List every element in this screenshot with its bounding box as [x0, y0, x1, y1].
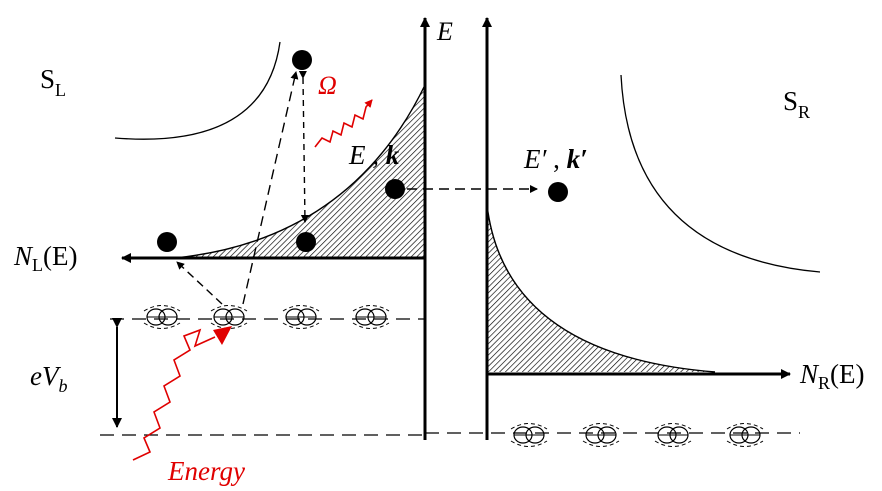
label-energy-axis: E — [436, 17, 453, 46]
quasiparticle-ek — [385, 179, 405, 199]
quasiparticle-left — [157, 232, 177, 252]
cooper-pair-right-3 — [654, 422, 692, 448]
energy-input-arrow — [132, 328, 216, 461]
cooper-pair-left-1 — [143, 304, 181, 330]
cooper-pair-right-2 — [582, 422, 620, 448]
relaxation-arrow — [298, 70, 309, 223]
left-gap-curve — [114, 41, 281, 140]
cooper-pair-right-4 — [726, 422, 764, 448]
label-n-right: NR(E) — [799, 359, 865, 393]
right-dos-curve — [486, 204, 716, 373]
cooper-pair-left-3 — [282, 304, 320, 330]
phonon-omega-arrow — [314, 99, 373, 148]
label-n-left: NL(E) — [13, 241, 78, 275]
right-gap-curve — [620, 74, 821, 273]
label-omega: Ω — [318, 71, 337, 100]
cooper-pair-right-1 — [510, 422, 548, 448]
label-energy: Energy — [167, 456, 245, 486]
label-s-left: SL — [40, 64, 66, 100]
pair-break-arrow-left — [176, 261, 223, 305]
cooper-pair-left-4 — [352, 304, 390, 330]
pair-break-arrow-up — [242, 71, 299, 305]
quasiparticle-ekprime — [548, 182, 568, 202]
quasiparticle-top — [292, 50, 312, 70]
label-e-k-prime: E′ , k′ — [523, 144, 588, 174]
label-bias: eVb — [30, 361, 67, 396]
right-occupied-states — [487, 205, 715, 372]
label-s-right: SR — [783, 86, 810, 122]
left-occupied-states — [175, 85, 425, 258]
left-dos-curve — [174, 84, 426, 259]
quasiparticle-mid — [296, 232, 316, 252]
cooper-pair-left-2 — [210, 304, 248, 330]
energy-arrowhead — [213, 326, 232, 345]
label-e-k: E , k — [348, 140, 400, 170]
